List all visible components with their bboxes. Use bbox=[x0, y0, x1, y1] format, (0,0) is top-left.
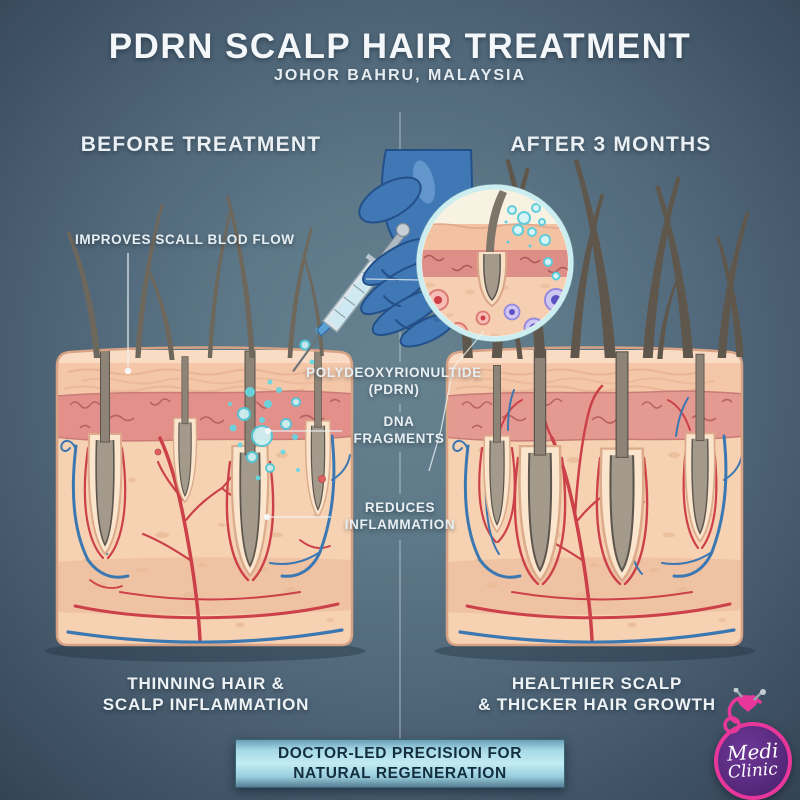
before-caption: THINNING HAIR & SCALP INFLAMMATION bbox=[103, 673, 309, 715]
callout-dots bbox=[124, 367, 271, 520]
before-hairs bbox=[66, 195, 324, 360]
annotation-inflammation-line2: INFLAMMATION bbox=[344, 517, 456, 532]
page-subtitle: JOHOR BAHRU, MALAYSIA bbox=[273, 67, 527, 84]
before-treatment-heading: BEFORE TREATMENT bbox=[80, 133, 322, 156]
annotation-blood-flow: IMPROVES SCALL BLOD FLOW bbox=[75, 232, 295, 247]
annotation-pdrn-line2: (PDRN) bbox=[368, 382, 420, 397]
annotation-reduces-inflammation: REDUCES INFLAMMATION bbox=[345, 499, 455, 533]
banner-line1: DOCTOR-LED PRECISION FOR bbox=[277, 744, 523, 762]
scalp-cross-section-after bbox=[437, 159, 750, 647]
after-caption: HEALTHIER SCALP & THICKER HAIR GROWTH bbox=[478, 673, 716, 715]
annotation-pdrn-line1: POLYDEOXYRIONULTIDE bbox=[306, 365, 482, 380]
logo-line2: Clinic bbox=[727, 759, 779, 783]
bottom-banner: DOCTOR-LED PRECISION FOR NATURAL REGENER… bbox=[235, 739, 565, 788]
after-3-months-heading: AFTER 3 MONTHS bbox=[510, 133, 712, 156]
annotation-dna-fragments: DNA FRAGMENTS bbox=[354, 413, 445, 447]
page-title: PDRN SCALP HAIR TREATMENT bbox=[108, 27, 692, 66]
before-caption-line2: SCALP INFLAMMATION bbox=[102, 695, 310, 714]
after-caption-line1: HEALTHIER SCALP bbox=[511, 674, 683, 693]
callout-lines bbox=[127, 253, 485, 518]
annotation-dna-line2: FRAGMENTS bbox=[353, 431, 445, 446]
stethoscope-icon bbox=[723, 688, 766, 734]
scalp-cross-section-before bbox=[55, 195, 354, 647]
before-caption-line1: THINNING HAIR & bbox=[127, 674, 285, 693]
medi-clinic-logo: Medi Clinic bbox=[714, 722, 792, 800]
annotation-dna-line1: DNA bbox=[383, 414, 415, 429]
pdrn-spray-particles bbox=[228, 328, 320, 481]
gloved-hand-illustration bbox=[292, 149, 474, 373]
annotation-pdrn: POLYDEOXYRIONULTIDE (PDRN) bbox=[306, 364, 482, 398]
annotation-inflammation-line1: REDUCES bbox=[364, 500, 436, 515]
magnifier-inset bbox=[415, 183, 575, 343]
after-caption-line2: & THICKER HAIR GROWTH bbox=[478, 695, 716, 714]
banner-line2: NATURAL REGENERATION bbox=[293, 764, 507, 782]
syringe-to-inset-leader-line bbox=[365, 278, 421, 281]
